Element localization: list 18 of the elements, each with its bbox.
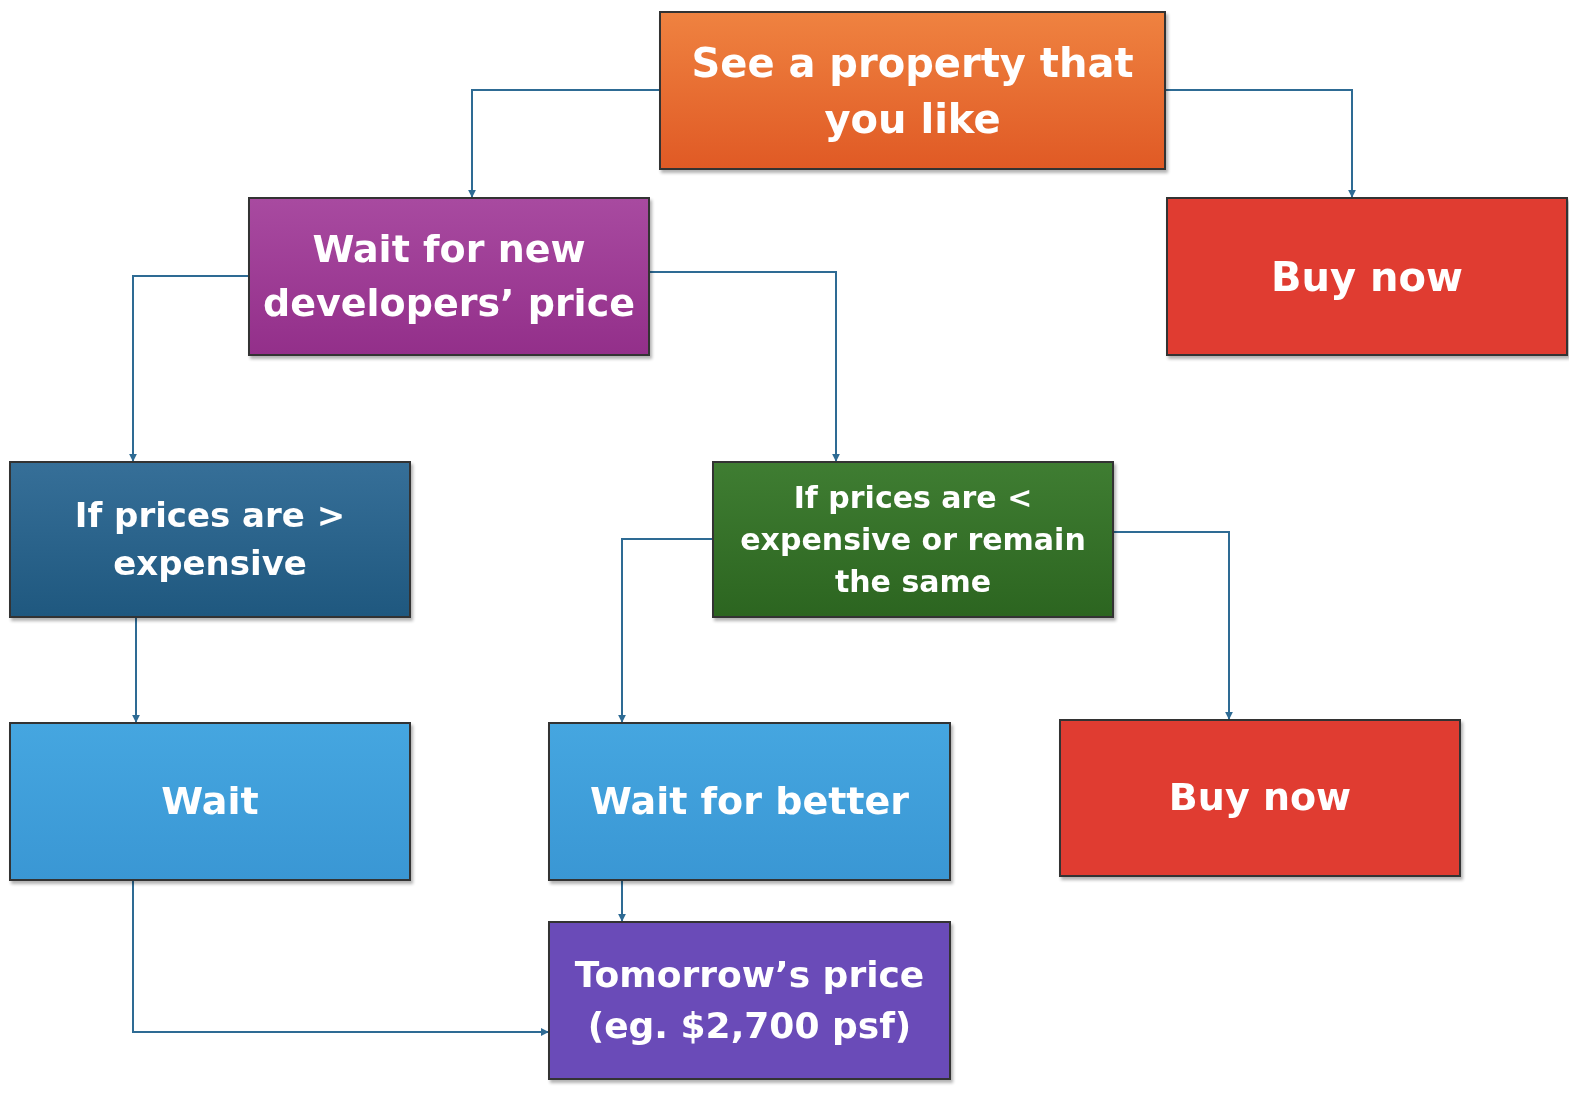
arrow (132, 880, 549, 1036)
arrow (649, 271, 840, 462)
start-box: See a property that you like (659, 11, 1166, 170)
action-box: Wait (9, 722, 411, 881)
arrow (1165, 89, 1356, 198)
arrow (618, 880, 626, 922)
arrow (132, 617, 140, 723)
arrow (618, 538, 713, 723)
condition-box: If prices are > expensive (9, 461, 411, 618)
arrow (468, 89, 660, 198)
outcome-box: Buy now (1166, 197, 1568, 356)
arrow (129, 275, 249, 462)
option-box: Wait for new developers’ price (248, 197, 650, 356)
arrow (1113, 531, 1233, 720)
result-box: Tomorrow’s price (eg. $2,700 psf) (548, 921, 951, 1080)
outcome-box: Buy now (1059, 719, 1461, 877)
condition-box: If prices are < expensive or remain the same (712, 461, 1114, 618)
action-box: Wait for better (548, 722, 951, 881)
